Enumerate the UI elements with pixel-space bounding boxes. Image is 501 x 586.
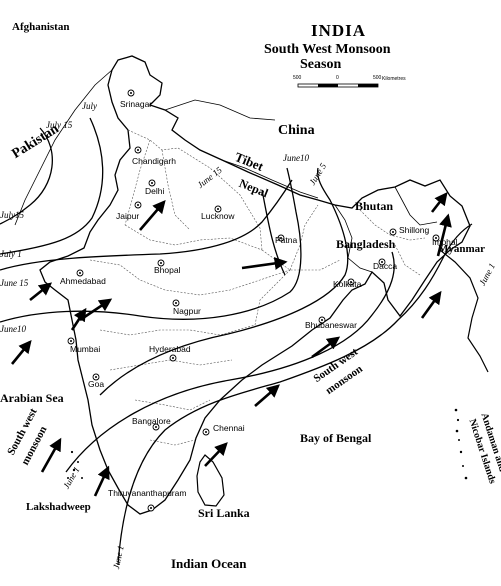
country-borders [14, 69, 438, 273]
scale-label-right: 500 [373, 75, 382, 81]
map-title-country: INDIA [311, 21, 367, 40]
map-title-line1: South West Monsoon [264, 42, 391, 57]
myanmar-coast [439, 249, 489, 373]
state-boundaries [89, 129, 426, 446]
isochrone-june1-west [65, 251, 395, 473]
isochrone-july1 [0, 127, 53, 225]
scale-label-left: 500 [293, 75, 302, 81]
city-shillong: Shillong [399, 225, 430, 235]
label-arabian-sea: Arabian Sea [0, 391, 64, 405]
label-indian-ocean: Indian Ocean [171, 556, 247, 571]
date-july1: July 1 [0, 249, 22, 259]
city-srinagar: Srinagar [120, 99, 153, 109]
date-june10-a: June10 [283, 153, 309, 163]
city-bhubaneswar: Bhubaneswar [305, 320, 357, 330]
city-mumbai: Mumbai [70, 344, 101, 354]
label-bay-of-bengal: Bay of Bengal [300, 431, 372, 445]
city-nagpur: Nagpur [173, 306, 201, 316]
isochrone-june5 [99, 167, 349, 396]
scale-bar [297, 83, 379, 88]
city-imphal: Imphal [432, 237, 458, 247]
scale-label-mid: 0 [336, 75, 339, 81]
label-lakshadweep: Lakshadweep [26, 501, 91, 513]
city-hyderabad: Hyderabad [149, 344, 191, 354]
city-markers [67, 89, 440, 512]
label-china: China [278, 123, 315, 138]
city-delhi: Delhi [145, 186, 165, 196]
date-july15-a: July 15 [46, 120, 73, 130]
india-outline [39, 55, 471, 515]
date-june15-b: June 15 [0, 278, 29, 288]
date-july15-b: July15 [0, 210, 24, 220]
isochrone-july15 [0, 117, 104, 255]
city-dacca: Dacca [373, 261, 398, 271]
lakshadweep-islands [67, 450, 83, 479]
isochrone-june15 [0, 179, 293, 271]
label-srilanka: Sri Lanka [198, 506, 250, 520]
city-chennai: Chennai [213, 423, 245, 433]
label-bangladesh: Bangladesh [336, 237, 396, 251]
city-kolkata: Kolkata [333, 279, 362, 289]
city-marker-dots [70, 92, 437, 509]
monsoon-arrows [10, 191, 452, 497]
city-ahmedabad: Ahmedabad [60, 276, 106, 286]
date-july: July [82, 101, 97, 111]
label-bhutan: Bhutan [355, 199, 394, 213]
srilanka-outline [196, 454, 225, 507]
city-goa: Goa [88, 379, 105, 389]
label-myanmar: Myanmar [438, 243, 486, 255]
city-lucknow: Lucknow [201, 211, 235, 221]
city-patna: Patna [275, 235, 298, 245]
city-thiruvananthapuram: Thiruvananthapuram [108, 488, 187, 498]
label-afghanistan: Afghanistan [12, 21, 70, 33]
city-bhopal: Bhopal [154, 265, 181, 275]
isochrone-june1-south [117, 223, 473, 566]
scale-unit: Kilometres [382, 76, 406, 82]
city-chandigarh: Chandigarh [132, 156, 176, 166]
city-jaipur: Jaipur [116, 211, 140, 221]
map-title-line2: Season [300, 57, 342, 72]
city-bangalore: Bangalore [132, 416, 171, 426]
andaman-islands [454, 408, 468, 480]
date-june10-b: June10 [0, 324, 26, 334]
